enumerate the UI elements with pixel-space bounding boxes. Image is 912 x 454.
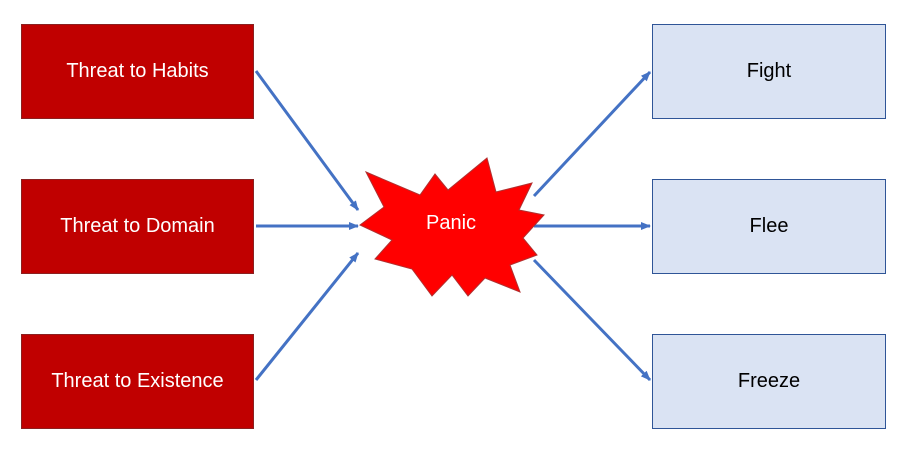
threat-box-habits: Threat to Habits [21, 24, 254, 119]
threat-label: Threat to Habits [66, 60, 209, 82]
response-label: Freeze [737, 370, 801, 392]
arrow-panic-to-fight [532, 70, 652, 198]
response-label: Fight [746, 60, 792, 82]
panic-label: Panic [426, 212, 476, 234]
threat-box-domain: Threat to Domain [21, 179, 254, 274]
panic-burst [359, 157, 545, 297]
threat-box-existence: Threat to Existence [21, 334, 254, 429]
threat-label: Threat to Existence [51, 370, 224, 392]
response-box-freeze: Freeze [652, 334, 886, 429]
arrow-panic-to-freeze [532, 258, 652, 382]
arrow-existence-to-panic [254, 252, 360, 381]
response-label: Flee [749, 215, 789, 237]
threat-label: Threat to Domain [60, 215, 215, 237]
arrow-habits-to-panic [254, 70, 360, 211]
response-box-flee: Flee [652, 179, 886, 274]
response-box-fight: Fight [652, 24, 886, 119]
